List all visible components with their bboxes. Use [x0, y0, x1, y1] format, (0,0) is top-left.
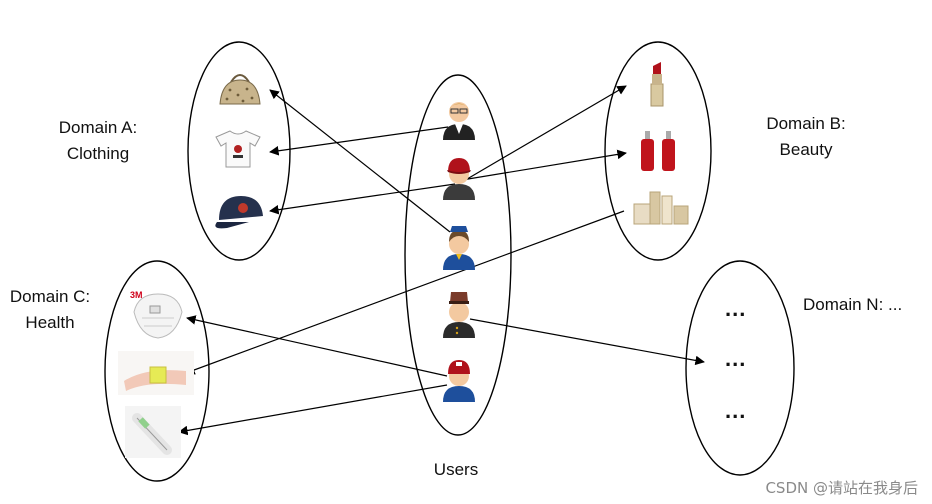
tshirt-icon [215, 130, 261, 168]
domain-b-ellipse [604, 41, 712, 261]
arrows [178, 85, 705, 436]
mask-brand-logo: 3M [130, 290, 143, 300]
domain-a-line2: Clothing [66, 144, 130, 163]
users-label: Users [433, 460, 479, 479]
domain-a-line1: Domain A: [58, 118, 138, 137]
lipstick-icon [650, 62, 664, 107]
bandage-icon [118, 351, 194, 395]
user-bellhop-icon [443, 292, 475, 338]
arrow-user1-tshirt [269, 126, 449, 156]
domain-n-label: Domain N: ... [803, 292, 902, 318]
perfume-bottles-icon [641, 131, 675, 171]
domain-n-ellipsis-2: ... [725, 346, 747, 371]
mask-icon [133, 293, 183, 339]
arrow-user2-cap [269, 183, 456, 215]
domain-n-ellipsis-3: ... [725, 398, 747, 423]
arrow-user2-lipstick [461, 85, 627, 183]
arrow-user3-handbag [269, 89, 451, 233]
users-ellipse [404, 74, 512, 436]
arrow-user5-thermometer [178, 384, 448, 436]
domain-c-line2: Health [25, 313, 75, 332]
domain-b-line1: Domain B: [766, 114, 846, 133]
user-red-cap-2-icon [443, 360, 475, 402]
user-stewardess-icon [443, 226, 475, 270]
domain-c-label: Domain C: Health [2, 284, 98, 336]
domain-n-ellipsis-1: ... [725, 296, 747, 321]
watermark: CSDN @请站在我身后 [765, 479, 918, 497]
user-red-cap-icon [443, 158, 475, 200]
domain-c-ellipse [104, 260, 210, 482]
user-butler-icon [443, 102, 475, 140]
domain-n-line1: Domain N: ... [803, 295, 903, 314]
domain-n-ellipse [685, 260, 795, 476]
domain-b-line2: Beauty [779, 140, 833, 159]
domain-a-label: Domain A: Clothing [50, 115, 146, 167]
arrow-user4-domain-n [469, 318, 705, 366]
arrow-user3-bandage [185, 210, 625, 375]
thermometer-icon [125, 406, 181, 458]
arrow-user2-perfume [461, 149, 627, 181]
cream-jars-icon [633, 191, 689, 225]
handbag-icon [219, 74, 261, 105]
arrow-user5-mask [186, 315, 448, 377]
domain-c-line1: Domain C: [9, 287, 91, 306]
domain-b-label: Domain B: Beauty [758, 111, 854, 163]
domain-a-ellipse [187, 41, 291, 261]
cap-icon [215, 196, 263, 229]
